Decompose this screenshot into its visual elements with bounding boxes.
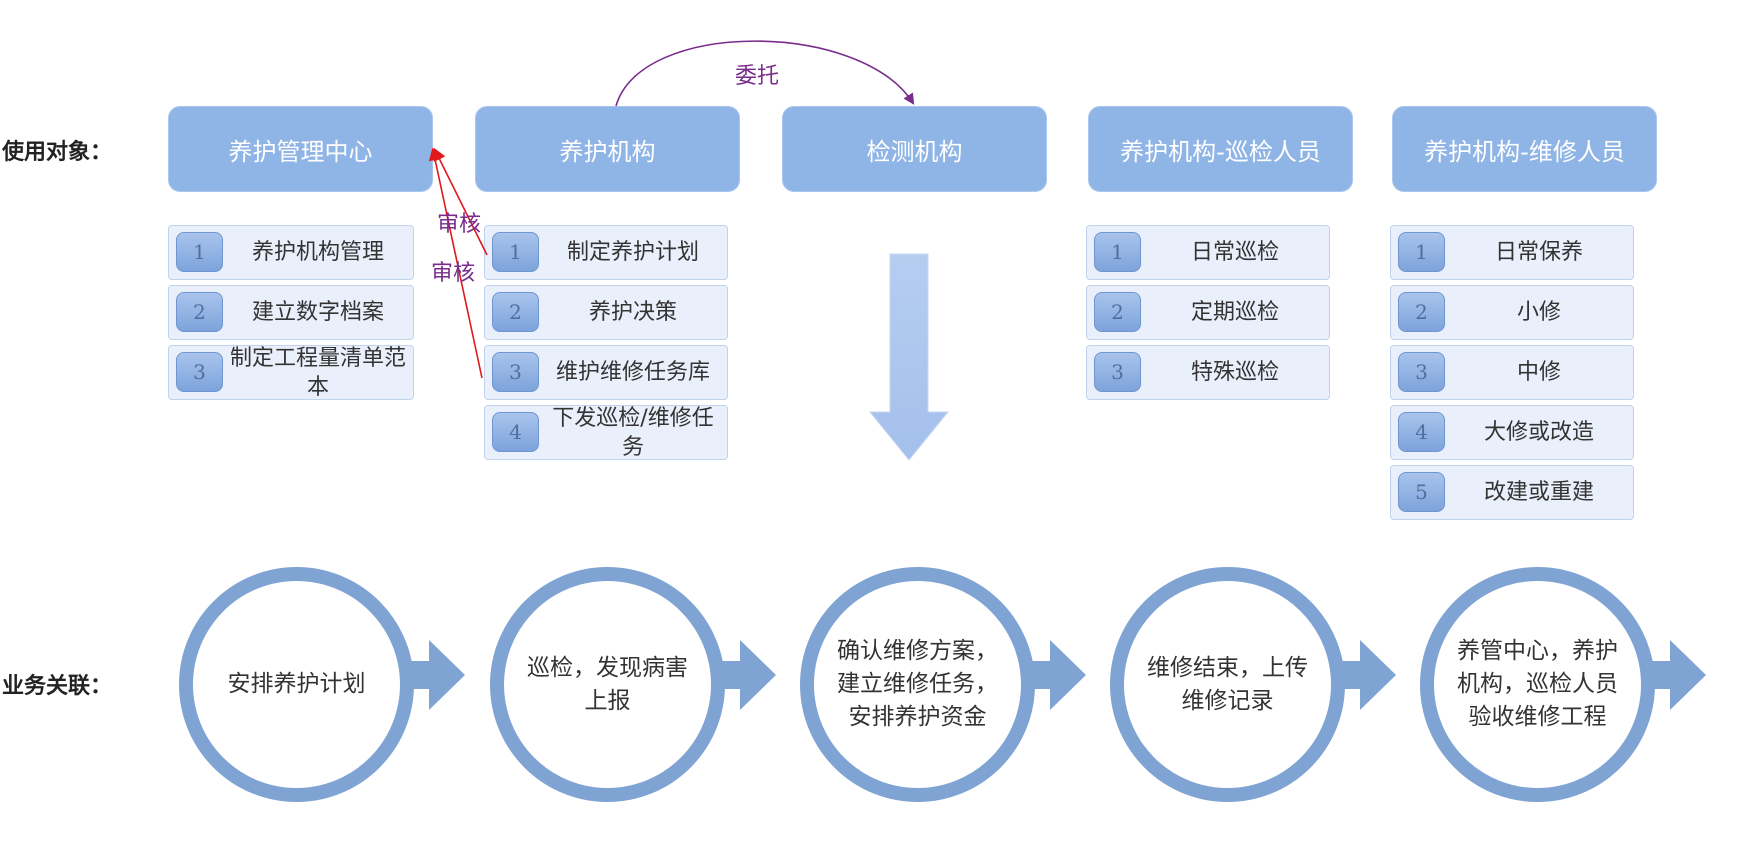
item-text: 养护决策 (588, 300, 677, 325)
list-item: 2 小修 (1390, 285, 1634, 340)
entrust-annotation: 委托 (735, 64, 780, 89)
item-text: 改建或重建 (1483, 480, 1594, 505)
item-number: 3 (1398, 352, 1445, 392)
list-item: 1 养护机构管理 (168, 225, 414, 280)
role-patrol-staff: 养护机构-巡检人员 (1088, 106, 1353, 192)
item-text: 大修或改造 (1483, 420, 1594, 445)
flow-arrow-icon (1340, 640, 1396, 710)
role-inspection-agency: 检测机构 (782, 106, 1047, 192)
item-text: 特殊巡检 (1190, 360, 1279, 385)
business-row-label: 业务关联： (2, 674, 113, 699)
list-item: 3 维护维修任务库 (484, 345, 728, 400)
review-annotation: 审核 (431, 261, 476, 286)
list-item: 1 日常保养 (1390, 225, 1634, 280)
item-number: 2 (1398, 292, 1445, 332)
item-number: 1 (492, 232, 539, 272)
item-number: 1 (1094, 232, 1141, 272)
role-maintenance-agency: 养护机构 (475, 106, 740, 192)
item-text: 日常保养 (1494, 240, 1583, 265)
item-text: 日常巡检 (1190, 240, 1279, 265)
item-number: 1 (1398, 232, 1445, 272)
item-number: 3 (1094, 352, 1141, 392)
list-item: 4 下发巡检/维修任务 (484, 405, 728, 460)
flow-step-2: 巡检，发现病害 上报 (490, 567, 725, 802)
item-number: 2 (492, 292, 539, 332)
flow-arrow-icon (1650, 640, 1706, 710)
item-text: 小修 (1516, 300, 1561, 325)
item-text: 维护维修任务库 (555, 360, 710, 385)
item-text: 制定养护计划 (566, 240, 699, 265)
item-text: 养护机构管理 (251, 240, 384, 265)
down-arrow (868, 253, 950, 461)
entrust-arc (615, 40, 915, 107)
list-item: 2 建立数字档案 (168, 285, 414, 340)
list-item: 4 大修或改造 (1390, 405, 1634, 460)
users-row-label: 使用对象： (2, 140, 113, 165)
item-number: 5 (1398, 472, 1445, 512)
review-arrow-2 (428, 147, 483, 379)
item-number: 2 (176, 292, 223, 332)
flow-step-4: 维修结束，上传 维修记录 (1110, 567, 1345, 802)
list-item: 3 中修 (1390, 345, 1634, 400)
flow-arrow-icon (1030, 640, 1086, 710)
role-repair-staff: 养护机构-维修人员 (1392, 106, 1657, 192)
item-text: 制定工程量清单范本 (229, 345, 406, 400)
flow-step-5: 养管中心，养护 机构，巡检人员 验收维修工程 (1420, 567, 1655, 802)
flow-arrow-icon (720, 640, 776, 710)
flow-arrow-icon (409, 640, 465, 710)
item-number: 1 (176, 232, 223, 272)
item-number: 3 (176, 352, 223, 392)
item-text: 中修 (1516, 360, 1561, 385)
list-item: 3 制定工程量清单范本 (168, 345, 414, 400)
list-item: 1 制定养护计划 (484, 225, 728, 280)
list-item: 2 养护决策 (484, 285, 728, 340)
item-number: 2 (1094, 292, 1141, 332)
list-item: 2 定期巡检 (1086, 285, 1330, 340)
flow-step-1: 安排养护计划 (179, 567, 414, 802)
item-text: 下发巡检/维修任务 (552, 405, 714, 460)
list-item: 1 日常巡检 (1086, 225, 1330, 280)
flow-step-3: 确认维修方案， 建立维修任务， 安排养护资金 (800, 567, 1035, 802)
list-item: 3 特殊巡检 (1086, 345, 1330, 400)
role-maintenance-center: 养护管理中心 (168, 106, 433, 192)
item-number: 3 (492, 352, 539, 392)
review-annotation: 审核 (437, 212, 482, 237)
review-arrow-1 (433, 147, 488, 256)
item-text: 建立数字档案 (251, 300, 384, 325)
list-item: 5 改建或重建 (1390, 465, 1634, 520)
item-number: 4 (1398, 412, 1445, 452)
item-text: 定期巡检 (1190, 300, 1279, 325)
item-number: 4 (492, 412, 539, 452)
